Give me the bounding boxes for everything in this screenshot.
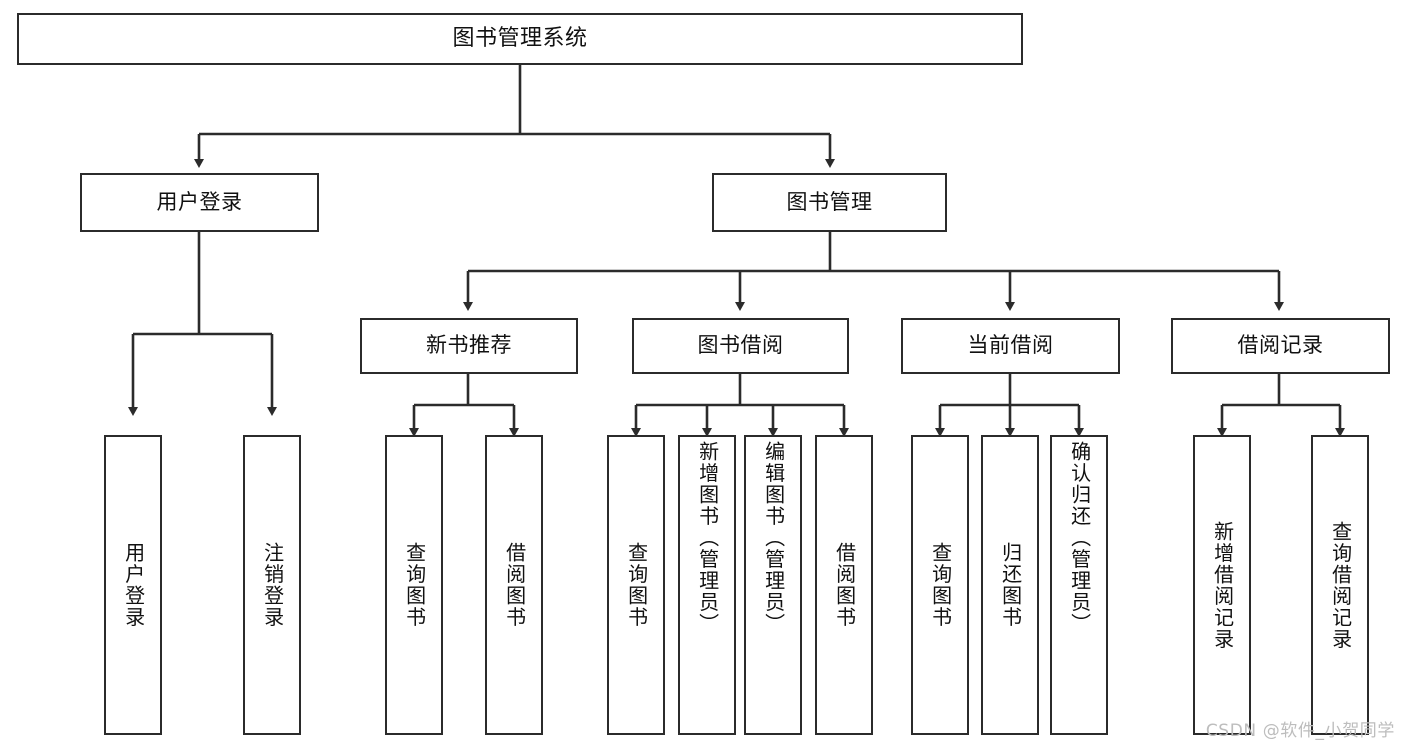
node-root-book-management-system[interactable]: 图书管理系统 (17, 13, 1023, 65)
node-label: 图书管理 (786, 189, 873, 214)
node-borrow-record[interactable]: 借阅记录 (1171, 318, 1390, 374)
node-book-borrow[interactable]: 图书借阅 (632, 318, 849, 374)
node-leaf-confirm-return-admin[interactable]: 确认归还（管理员） (1050, 435, 1108, 735)
node-leaf-query-book-current[interactable]: 查询图书 (911, 435, 969, 735)
node-leaf-add-book-admin[interactable]: 新增图书（管理员） (678, 435, 736, 735)
node-current-borrow[interactable]: 当前借阅 (901, 318, 1120, 374)
node-book-management[interactable]: 图书管理 (712, 173, 947, 232)
csdn-watermark: CSDN @软件_小贺同学 (1205, 721, 1395, 741)
node-label: 归还图书 (998, 542, 1023, 628)
node-leaf-query-book-recommend[interactable]: 查询图书 (385, 435, 443, 735)
node-user-login[interactable]: 用户登录 (80, 173, 319, 232)
node-label: 新增借阅记录 (1210, 520, 1235, 650)
node-label: 用户登录 (121, 542, 146, 628)
node-label: 当前借阅 (967, 333, 1054, 358)
node-leaf-edit-book-admin[interactable]: 编辑图书（管理员） (744, 435, 802, 735)
node-label: 借阅记录 (1237, 333, 1324, 358)
node-new-book-recommend[interactable]: 新书推荐 (360, 318, 578, 374)
node-leaf-query-book-borrow[interactable]: 查询图书 (607, 435, 665, 735)
node-label: 借阅图书 (832, 542, 857, 628)
node-label: 查询图书 (402, 542, 427, 628)
node-label: 编辑图书（管理员） (761, 441, 786, 635)
node-leaf-user-login[interactable]: 用户登录 (104, 435, 162, 735)
node-label: 查询图书 (928, 542, 953, 628)
node-label: 新增图书（管理员） (695, 441, 720, 635)
node-leaf-logout[interactable]: 注销登录 (243, 435, 301, 735)
node-leaf-borrow-book-recommend[interactable]: 借阅图书 (485, 435, 543, 735)
node-label: 图书管理系统 (452, 25, 588, 51)
node-label: 查询借阅记录 (1328, 520, 1353, 650)
node-leaf-borrow-book[interactable]: 借阅图书 (815, 435, 873, 735)
node-label: 借阅图书 (502, 542, 527, 628)
node-label: 新书推荐 (426, 333, 512, 358)
node-leaf-query-borrow-record[interactable]: 查询借阅记录 (1311, 435, 1369, 735)
node-leaf-return-book[interactable]: 归还图书 (981, 435, 1039, 735)
node-label: 注销登录 (260, 542, 285, 628)
node-label: 确认归还（管理员） (1067, 441, 1092, 635)
node-leaf-add-borrow-record[interactable]: 新增借阅记录 (1193, 435, 1251, 735)
node-label: 查询图书 (624, 542, 649, 628)
node-label: 用户登录 (156, 189, 243, 214)
node-label: 图书借阅 (697, 333, 784, 358)
